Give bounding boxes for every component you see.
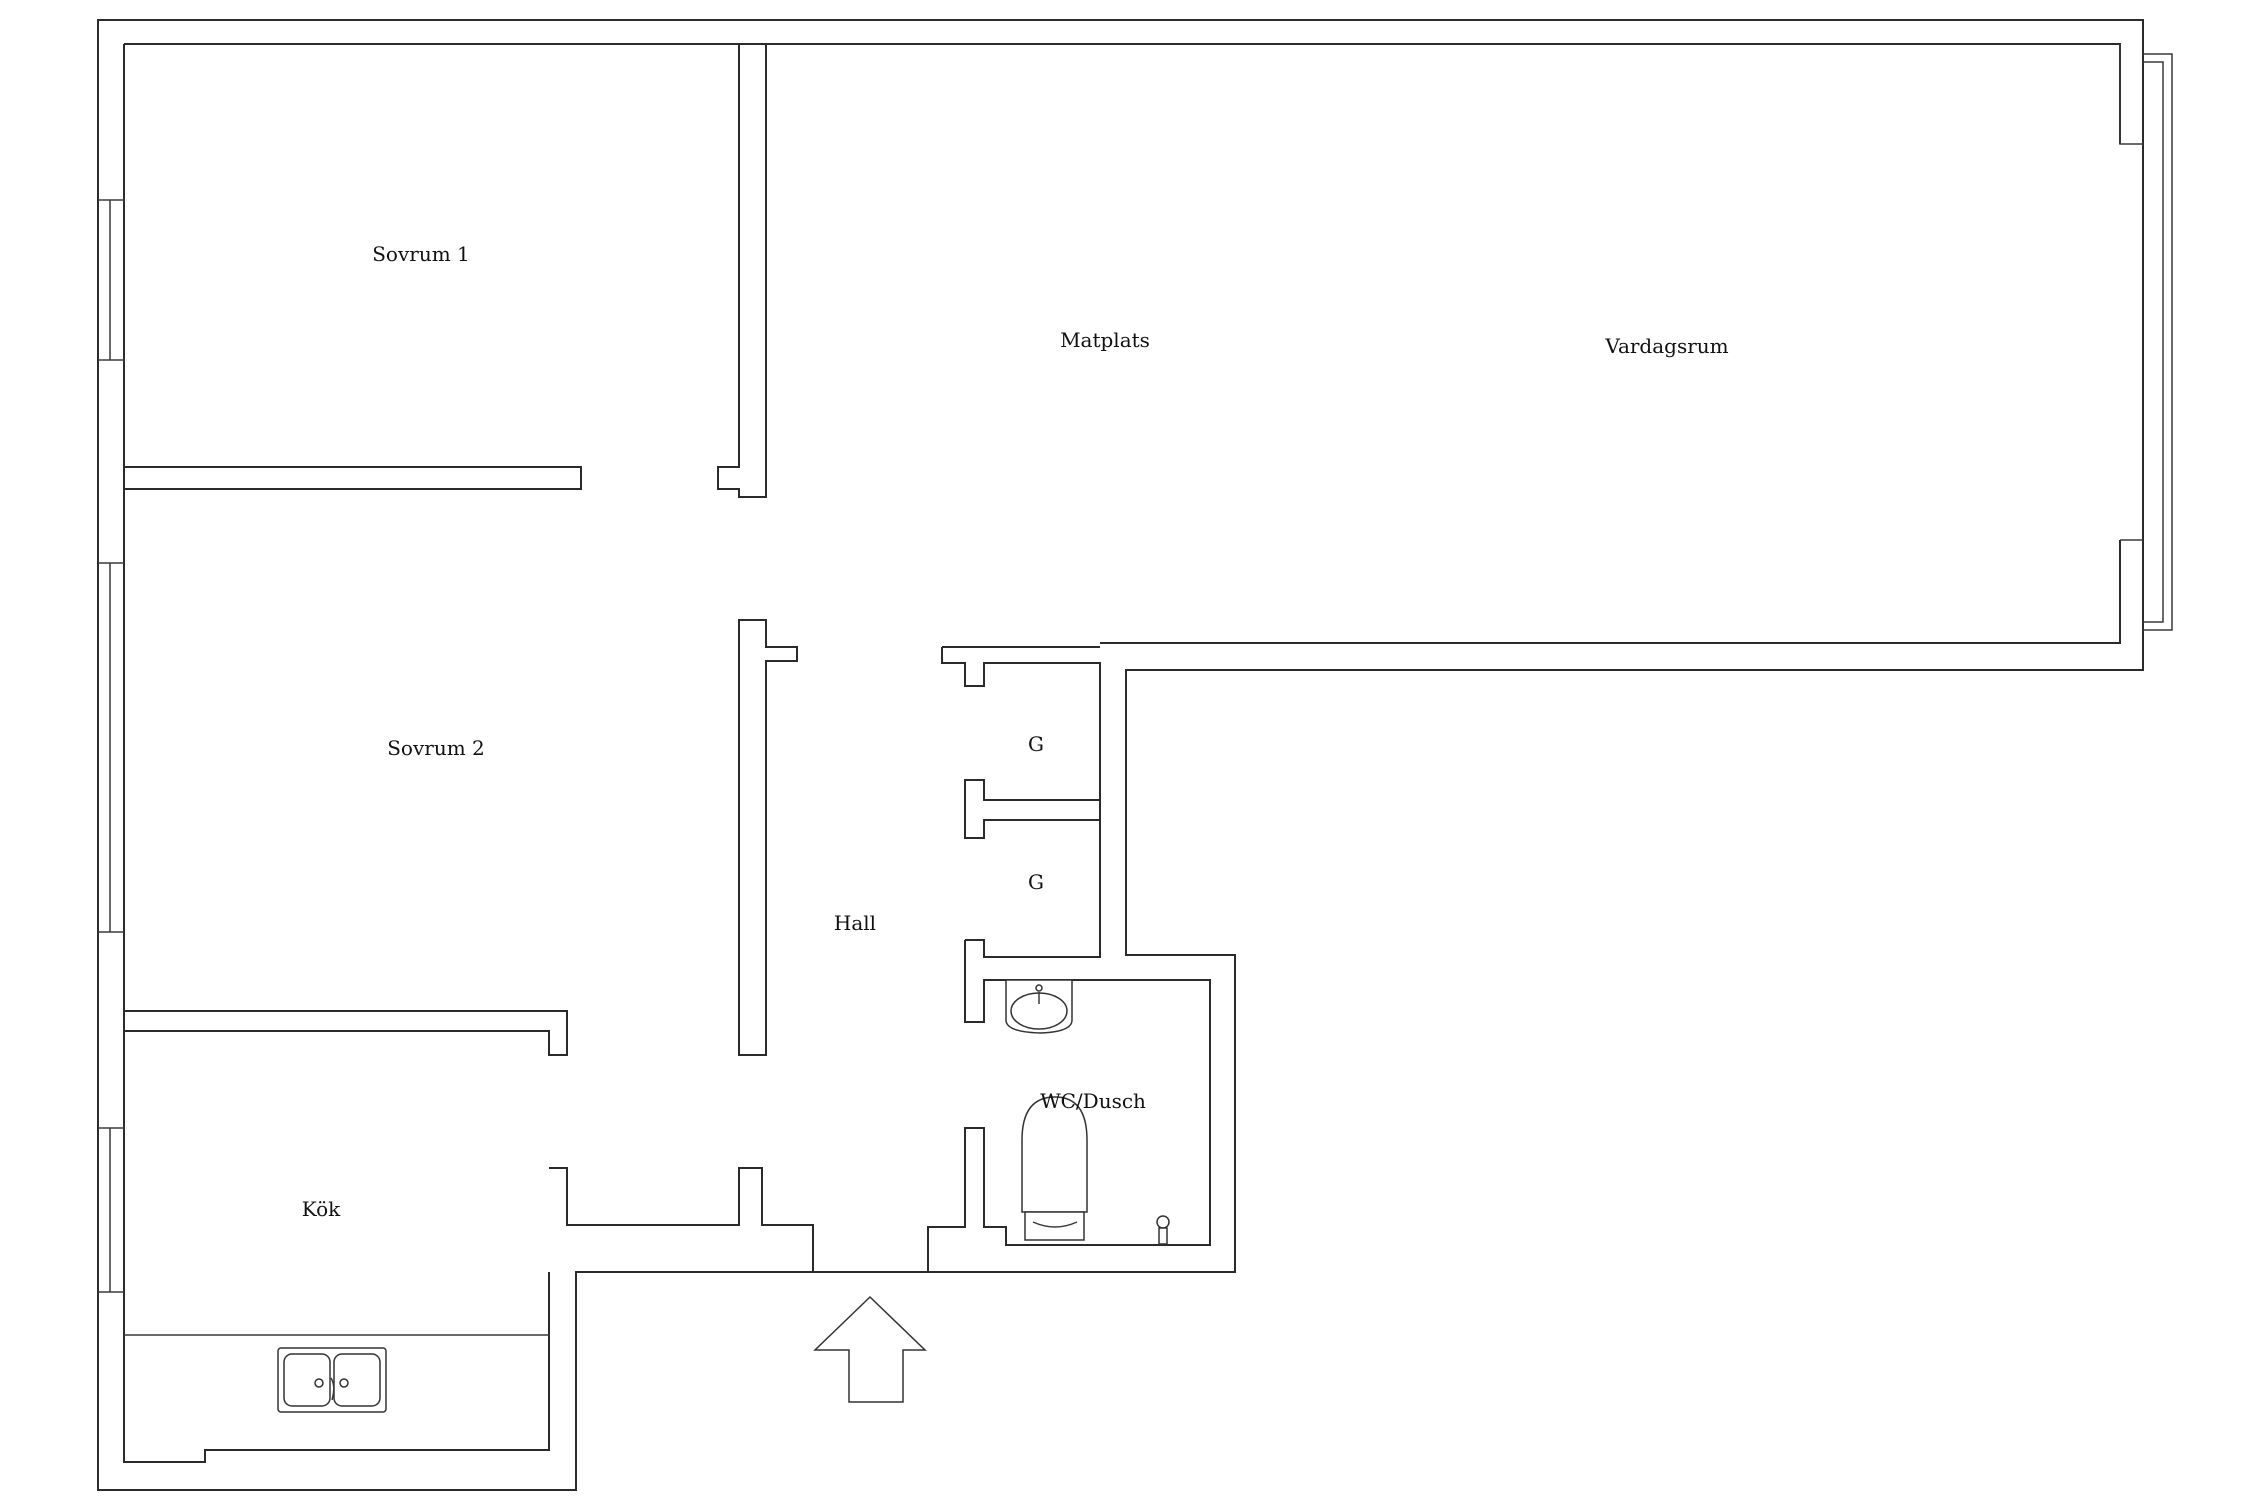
floor-drain-icon	[1156, 1215, 1170, 1245]
toilet-icon	[1021, 1096, 1088, 1241]
room-label-kok: Kök	[302, 1197, 341, 1221]
room-label-garderob-1: G	[1028, 732, 1044, 756]
room-label-sovrum-2: Sovrum 2	[387, 736, 485, 760]
interior-walls	[124, 44, 1211, 1336]
room-label-vardagsrum: Vardagsrum	[1604, 334, 1728, 358]
room-label-matplats: Matplats	[1060, 328, 1150, 352]
room-label-garderob-2: G	[1028, 870, 1044, 894]
windows-right	[2119, 44, 2173, 631]
windows-left	[98, 199, 124, 1293]
room-label-hall: Hall	[834, 911, 876, 935]
room-label-wc-dusch: WC/Dusch	[1040, 1089, 1146, 1113]
room-label-sovrum-1: Sovrum 1	[372, 242, 470, 266]
kitchen-sink-icon	[277, 1347, 387, 1413]
entrance-arrow-icon	[813, 1295, 927, 1403]
washbasin-icon	[1005, 979, 1073, 1034]
